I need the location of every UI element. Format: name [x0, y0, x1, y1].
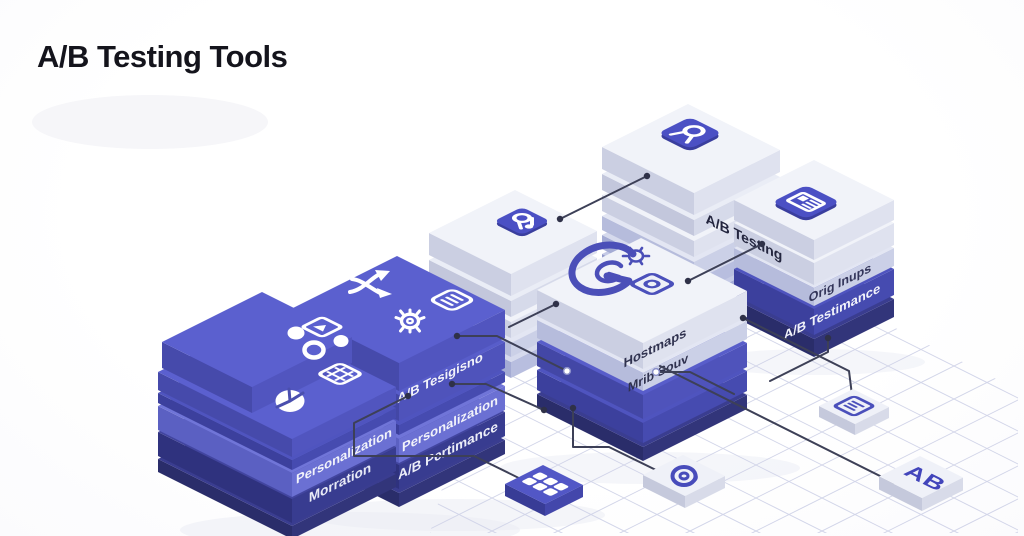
connector-line	[655, 371, 735, 395]
stack-left-lower-face-left	[158, 432, 292, 523]
grid-line	[430, 441, 1018, 533]
stack-left-lower-face-right	[292, 387, 396, 457]
stack-left-lower-face-right	[292, 421, 396, 497]
shapes-icon	[287, 316, 349, 360]
dots-grid-icon	[522, 472, 569, 496]
tile-dots-face-right	[545, 485, 583, 516]
tile-at-face-right	[685, 476, 725, 508]
swirl-g-icon	[568, 241, 651, 296]
grid-line	[430, 298, 1018, 435]
stack-right-face-right	[814, 299, 894, 357]
tile-stamp-face-left	[819, 406, 855, 435]
gear-icon	[394, 308, 426, 334]
tile-ab-face-left	[879, 476, 922, 511]
connectors	[353, 172, 895, 484]
id-card-badge-icon	[775, 186, 837, 221]
icons: AB	[275, 118, 951, 496]
stacks	[158, 104, 894, 536]
stack-right-face-right	[814, 223, 894, 285]
stack-middle-face-right	[399, 372, 505, 435]
stack-heatmaps-face-right	[643, 343, 747, 419]
stack-heatmaps-face-left	[537, 290, 643, 369]
connector-line	[769, 337, 829, 382]
stack-heatmaps-face-left	[537, 342, 643, 419]
connector-dots	[404, 172, 832, 414]
connector-line	[659, 365, 895, 484]
connector-line	[559, 175, 648, 220]
stack-heatmaps-face-right	[643, 321, 747, 391]
camera-icon	[629, 272, 675, 296]
stack-right-face-left	[734, 200, 814, 260]
connector-line	[687, 243, 763, 282]
stack-left-lower-face-right	[292, 408, 396, 470]
stack-left-upper-face-left	[162, 342, 252, 413]
stack-heatmaps-face-left	[537, 394, 643, 461]
stack-upper-left-face-right	[511, 231, 597, 296]
stack-right-face-right	[814, 248, 894, 306]
page-title: A/B Testing Tools	[37, 39, 287, 74]
stack-left-lower-face-left	[158, 459, 292, 536]
stack-right-face-left	[734, 248, 814, 306]
tile-dots-face-left	[505, 484, 545, 516]
grid-line	[430, 462, 1018, 533]
stack-left-lower-face-left	[158, 393, 292, 470]
tile-stamp-face-right	[855, 407, 889, 435]
soft-haze	[32, 95, 268, 149]
stack-left-lower-face-left	[158, 406, 292, 497]
stack-top-face-left	[602, 174, 694, 236]
connector-line	[742, 317, 853, 396]
grid-icon	[318, 363, 362, 385]
at-icon	[670, 465, 698, 487]
stamp-icon	[833, 395, 875, 417]
stack-top-face-left	[602, 147, 694, 215]
connector-line	[508, 303, 557, 328]
tile-at-face-top	[643, 455, 725, 496]
stack-top-face-right	[694, 150, 780, 215]
stack-middle-face-right	[399, 440, 505, 507]
stack-middle-face-top	[291, 256, 505, 363]
stack-right-face-right	[814, 200, 894, 260]
grid-line	[430, 474, 1018, 533]
tile-ab-face-top	[879, 456, 963, 498]
grid-line	[430, 396, 1018, 533]
stack-heatmaps-face-left	[537, 320, 643, 391]
connector-line	[451, 383, 545, 411]
grid-line	[430, 298, 1018, 533]
stack-left-lower-face-right	[292, 447, 396, 523]
stack-heatmaps-face-right	[643, 291, 747, 369]
grid-line	[430, 363, 1018, 533]
grid-line	[430, 298, 1018, 402]
stack-middle-face-right	[399, 412, 505, 489]
stack-middle-face-right	[399, 310, 505, 391]
stack-left-lower-face-right	[292, 474, 396, 536]
stack-top-face-left	[602, 195, 694, 257]
stack-middle-face-right	[399, 386, 505, 463]
stack-right-face-right	[814, 269, 894, 335]
stack-heatmaps-face-right	[643, 395, 747, 461]
stack-right-face-left	[734, 269, 814, 335]
stack-left-lower-face-left	[158, 372, 292, 457]
shuffle-arrows-icon	[348, 270, 392, 298]
connector-dots-white	[562, 366, 661, 377]
tiles	[505, 389, 963, 516]
list-icon	[430, 289, 474, 311]
award-badge-icon	[661, 118, 719, 151]
stack-upper-left-face-left	[429, 233, 511, 296]
stack-heatmaps-face-left	[537, 370, 643, 443]
stack-right-face-left	[734, 223, 814, 285]
tile-ab-face-right	[922, 477, 963, 511]
connector-line	[353, 395, 528, 483]
stack-heatmaps-face-right	[643, 371, 747, 443]
tile-at-face-left	[643, 475, 685, 508]
pie-chart-icon	[275, 387, 305, 412]
stack-left-upper-face-right	[252, 337, 352, 413]
experiment-badge-icon	[496, 208, 548, 237]
connector-line	[572, 407, 659, 472]
connector-line	[456, 335, 568, 372]
stack-left-upper-face-top	[162, 292, 352, 387]
